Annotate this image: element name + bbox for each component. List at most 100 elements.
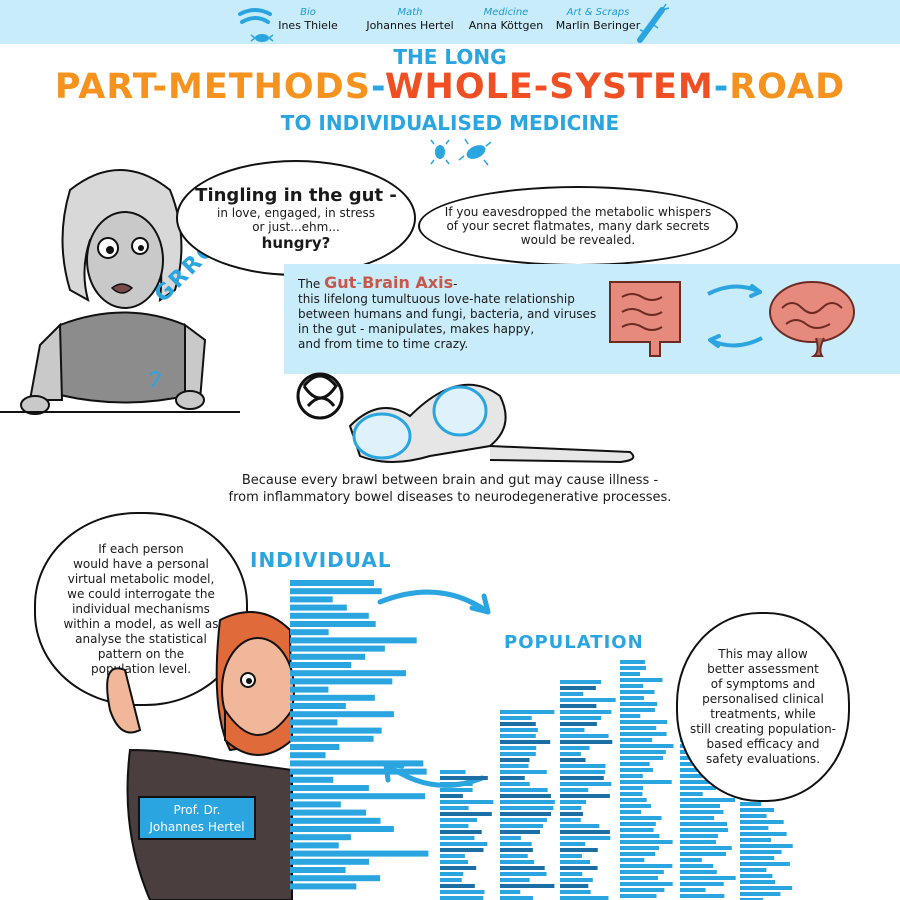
population-bar [560,788,589,792]
bubble-text: This may allow [718,647,808,661]
speech-bubble-assessment: This may allow better assessment of symp… [676,612,850,802]
population-bar [440,806,469,810]
population-bar [440,788,473,792]
population-bar [560,692,584,696]
axis-line: and from time to time crazy. [298,337,469,351]
population-bar [620,816,662,820]
lying-figure-illustration [296,372,635,464]
individual-bar [290,686,329,693]
population-bar [500,836,521,840]
axis-prefix: The [298,277,325,291]
population-bar [620,690,655,694]
population-bar [500,734,536,738]
population-bar [620,894,657,898]
population-bar [440,854,465,858]
population-bar [680,792,703,796]
population-bar [500,896,533,900]
population-bar [500,770,547,774]
population-bar [500,818,547,822]
population-bar [620,750,666,754]
population-bar [680,804,720,808]
individual-bar [290,776,334,783]
population-bar [620,714,641,718]
title-whole-system: WHOLE-SYSTEM [384,67,714,107]
population-bar [620,744,674,748]
population-bar [620,870,664,874]
population-bar [620,672,641,676]
population-bar [620,720,668,724]
population-bar [620,846,660,850]
population-bar [740,826,769,830]
title-top: THE LONG [393,45,507,69]
population-bar [560,746,590,750]
bubble-text: pattern on the [97,646,185,661]
individual-bar [290,760,424,767]
population-bar [500,884,555,888]
individual-bar [290,858,370,865]
population-bar [680,876,736,880]
population-bar [680,810,724,814]
individual-bar [290,785,369,791]
credit-medicine: Medicine Anna Köttgen [436,6,576,33]
population-bar [500,890,521,894]
population-bar [620,666,646,670]
individual-bar [290,637,417,644]
arrow-population-to-individual-icon [383,761,485,788]
population-bar [680,882,724,886]
individual-bar [290,588,382,595]
title-bottom: TO INDIVIDUALISED MEDICINE [280,111,620,135]
population-bar [620,726,657,730]
population-bar [740,862,790,866]
name-tag-title: Prof. Dr. [173,803,221,817]
population-bar [740,886,793,890]
individual-bar [290,850,429,857]
brawl-caption: Because every brawl between brain and gu… [160,472,740,506]
population-bar [620,696,644,700]
population-bar [740,856,775,860]
population-bar [560,812,583,816]
population-bar [740,832,787,836]
axis-dash: - [356,273,363,292]
credit-name: Marlin Beringer [555,19,641,32]
bubble-text: hungry? [261,233,331,252]
speech-bubble-whispers: If you eavesdropped the metabolic whispe… [418,186,738,266]
population-bar [560,854,582,858]
population-bar [440,890,485,894]
bubble-text: we could interrogate the [67,586,215,601]
population-bar [560,722,597,726]
population-bar [500,776,525,780]
population-bar [620,756,664,760]
population-bar [440,836,475,840]
population-bar [500,854,528,858]
individual-bar [290,580,374,586]
population-bar [560,716,602,720]
individual-bar [290,621,376,627]
bubble-text: individual mechanisms [72,601,210,616]
individual-bar [290,744,340,750]
population-bar [620,864,673,868]
population-bar [740,874,773,878]
population-bar [620,768,653,772]
population-bar [740,892,781,896]
credit-role: Art & Scraps [566,7,630,18]
axis-line: between humans and fungi, bacteria, and … [298,307,597,321]
population-bar [620,702,658,706]
population-bar [560,842,586,846]
population-bar [500,788,548,792]
population-bar [680,798,736,802]
arrows-cycle-icon [707,284,763,348]
population-bar [740,844,793,848]
population-bar [560,710,612,714]
individual-bar [290,662,352,668]
population-bar [440,884,475,888]
virus-icon [637,3,670,43]
population-bar [560,704,597,708]
bubble-text: analyse the statistical [75,631,207,646]
bubble-text: in love, engaged, in stress [216,205,375,220]
individual-bar [290,694,375,701]
label-individual: INDIVIDUAL [250,548,392,572]
population-bar [680,888,706,892]
population-bar [740,850,782,854]
individual-bar [290,752,326,759]
population-bar [500,860,535,864]
